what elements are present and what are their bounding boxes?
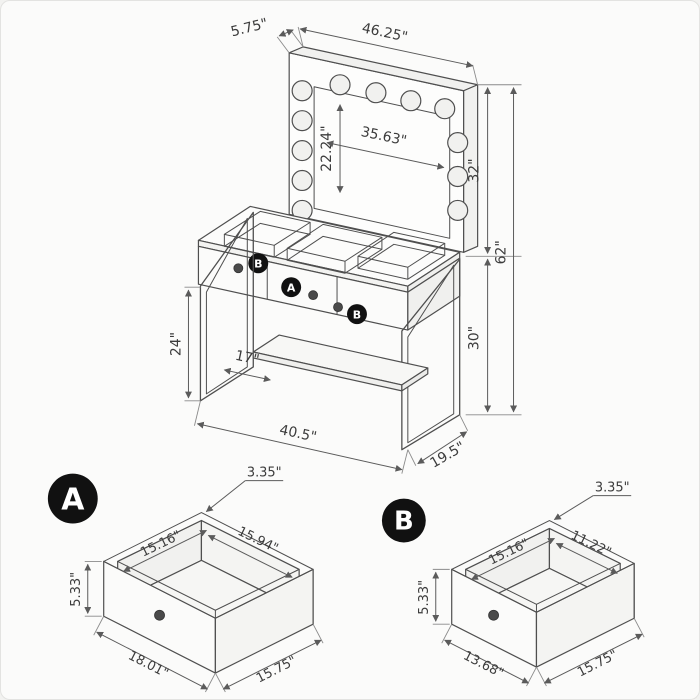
extension-line (276, 36, 290, 54)
dim-a-outer-width: 18.01" (126, 649, 171, 682)
light-bulb-icon (434, 98, 456, 120)
dim-a-height: 5.33" (69, 572, 84, 607)
dim-overall-height: 62" (494, 240, 510, 264)
drawer-badge-left: B (248, 253, 269, 274)
dim-mirror-width: 46.25" (360, 20, 409, 45)
light-bulb-icon (447, 132, 469, 154)
drawer-b-badge: B (381, 498, 426, 543)
light-bulb-icon (400, 90, 422, 112)
extension-line (93, 616, 105, 636)
dimension-line (223, 367, 271, 382)
drawer-badge-right: B (347, 304, 367, 325)
extension-line (441, 624, 453, 644)
extension-line (194, 400, 201, 426)
shelf-side-edge (401, 367, 429, 392)
drawer-badge-left-label: B (254, 258, 262, 271)
dimension-line (471, 538, 556, 580)
leader-line (553, 495, 594, 520)
light-bulb-icon (447, 199, 469, 221)
drawer-badge-center: A (281, 277, 302, 298)
dimension-line (543, 633, 643, 684)
dim-table-width: 40.5" (278, 422, 318, 445)
drawer-knob-icon (308, 290, 318, 301)
vanity-table: B A B (197, 205, 461, 451)
dim-a-leader: 3.35" (247, 466, 282, 481)
dimension-line (299, 26, 474, 68)
vanity-dimensions: 5.75" 46.25" 22.24" 35.63" 32" 30" 62" (168, 16, 522, 474)
drawer-knob-icon (233, 263, 244, 274)
extension-line (633, 618, 645, 638)
extension-line (472, 64, 479, 85)
dimension-line (444, 639, 530, 684)
extension-line (459, 414, 469, 431)
dimension-line (326, 140, 445, 170)
dim-leg-clearance: 24" (168, 332, 184, 356)
dimension-line (222, 639, 322, 690)
drawer-knob-icon (154, 609, 165, 621)
dim-b-height: 5.33" (417, 580, 432, 615)
light-bulb-icon (291, 140, 313, 162)
drawer-knob-icon (488, 609, 499, 621)
extension-line (312, 624, 324, 644)
dimension-line (555, 542, 618, 574)
right-leg-frame-inner (407, 264, 455, 444)
extension-line (407, 449, 417, 466)
light-bulb-icon (291, 80, 313, 102)
left-leg-frame-outer (199, 211, 254, 402)
dim-table-height: 30" (467, 326, 483, 350)
dim-b-outer-depth: 15.75" (575, 648, 620, 681)
dimension-line (278, 29, 294, 37)
dim-leg-spacing: 17" (234, 348, 261, 369)
dimension-line (123, 530, 208, 572)
bottom-shelf (252, 334, 429, 392)
light-bulb-icon (447, 165, 469, 188)
dim-frame-depth: 5.75" (229, 16, 269, 41)
vanity-drawing: B A B (168, 16, 522, 474)
mirror-bulbs (291, 74, 469, 221)
drawer-badge-center-label: A (287, 282, 296, 295)
dimension-line (96, 631, 209, 690)
dim-a-outer-depth: 15.75" (254, 654, 299, 687)
dimension-line (207, 535, 293, 578)
extension-line (401, 449, 409, 474)
dim-b-outer-width: 13.68" (461, 649, 506, 682)
drawer-knob-icon (333, 302, 343, 313)
light-bulb-icon (329, 74, 351, 96)
left-leg-frame-inner (205, 217, 248, 395)
light-bulb-icon (291, 169, 313, 192)
dim-mirror-height: 32" (467, 158, 483, 182)
light-bulb-icon (365, 82, 387, 104)
dim-b-leader: 3.35" (595, 481, 630, 496)
leader-line (205, 480, 246, 512)
drawer-a-detail: A 3.35" 15.16" 15.94" 5.33" (47, 466, 324, 693)
dim-mirror-glass-height: 22.24" (319, 125, 335, 171)
dimension-line (196, 421, 403, 472)
drawer-a-badge: A (47, 473, 98, 524)
drawer-badge-right-label: B (353, 309, 361, 322)
dimension-line (417, 431, 468, 465)
drawer-b-detail: B 3.35" 15.16" 11.22" 5.33" (381, 481, 645, 687)
drawer-a-badge-label: A (61, 483, 84, 518)
light-bulb-icon (291, 110, 313, 132)
drawer-b-badge-label: B (394, 506, 414, 536)
drawer-b-box (451, 520, 635, 668)
